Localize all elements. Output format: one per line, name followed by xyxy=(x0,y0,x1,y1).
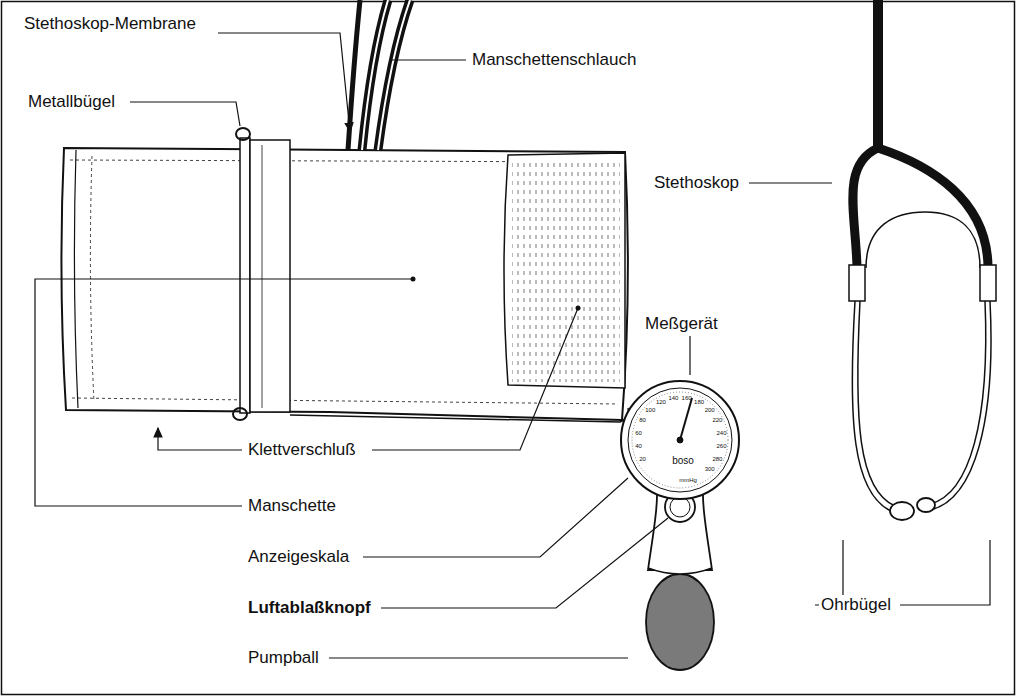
scale-number: 60 xyxy=(635,430,642,437)
scale-number: 140 xyxy=(668,395,678,402)
part-label: Stethoskop xyxy=(652,173,741,193)
unit-mark: mmHg xyxy=(679,477,697,484)
part-label: Pumpball xyxy=(246,648,321,668)
part-label: Manschette xyxy=(246,496,338,516)
part-label: Stethoskop-Membrane xyxy=(22,14,198,34)
part-label: Luftablaßknopf xyxy=(246,598,373,618)
leader-lines xyxy=(35,33,990,658)
scale-number: 240 xyxy=(716,430,726,437)
scale-number: 20 xyxy=(639,456,646,463)
scale-number: 80 xyxy=(639,417,646,424)
scale-number: 300 xyxy=(705,466,715,473)
part-label: Metallbügel xyxy=(26,92,117,112)
scale-number: 260 xyxy=(716,443,726,450)
scale-number: 160 xyxy=(682,395,692,402)
scale-number: 200 xyxy=(705,407,715,414)
scale-number: 40 xyxy=(635,443,642,450)
scale-number: 100 xyxy=(645,407,655,414)
gauge xyxy=(621,381,739,670)
cuff xyxy=(61,128,628,422)
part-label: Manschettenschlauch xyxy=(470,50,638,70)
cuff-hose xyxy=(348,0,410,150)
part-label: Ohrbügel xyxy=(819,595,893,615)
scale-number: 280 xyxy=(712,456,722,463)
scale-number: 180 xyxy=(694,399,704,406)
scale-number: 220 xyxy=(712,417,722,424)
stethoscope xyxy=(849,0,996,520)
part-label: Meßgerät xyxy=(643,314,720,334)
brand-mark: boso xyxy=(672,455,694,466)
part-label: Klettverschluß xyxy=(246,440,358,460)
scale-number: 120 xyxy=(656,399,666,406)
part-label: Anzeigeskala xyxy=(246,547,351,567)
